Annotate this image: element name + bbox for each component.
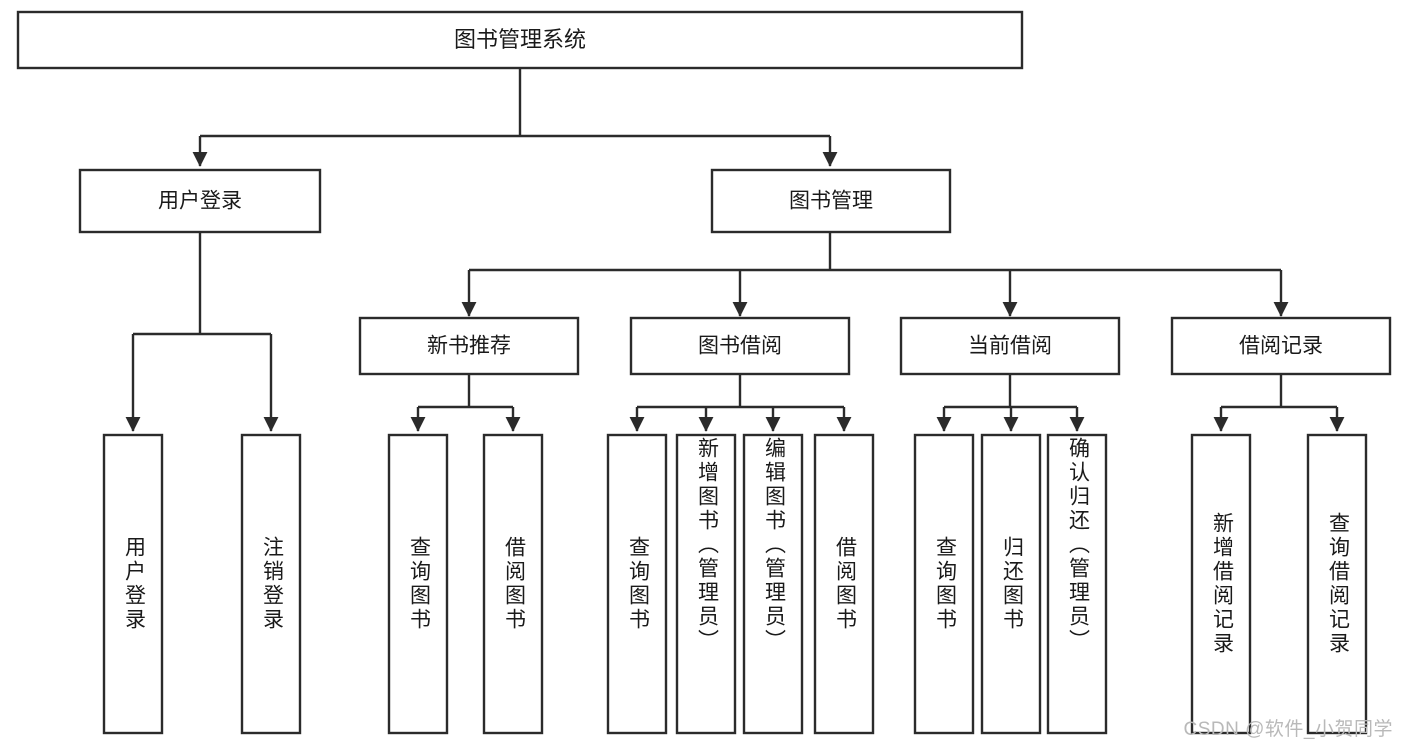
node-user-login-box[interactable] xyxy=(78,168,322,234)
node-root-box[interactable] xyxy=(16,10,1024,70)
node-borrow-record[interactable]: 借阅记录 xyxy=(1170,316,1392,376)
csdn-watermark: CSDN @软件_小贺同学 xyxy=(1183,719,1393,740)
node-book-manage[interactable]: 图书管理 xyxy=(710,168,952,234)
node-new-book-rec[interactable]: 新书推荐 xyxy=(358,316,580,376)
node-root-label: 图书管理系统 xyxy=(454,27,586,52)
connector-group-borrow-record-to-leaves xyxy=(1213,374,1345,432)
node-book-manage-label: 图书管理 xyxy=(789,190,873,213)
node-leaf-query-book-3-box[interactable] xyxy=(913,433,975,735)
node-leaf-edit-book-box[interactable] xyxy=(742,433,804,735)
node-book-manage-box[interactable] xyxy=(710,168,952,234)
node-leaf-query-book-1-box[interactable] xyxy=(387,433,449,735)
node-leaf-return-book-box[interactable] xyxy=(980,433,1042,735)
node-new-book-rec-box[interactable] xyxy=(358,316,580,376)
node-leaf-borrow-book-2-box[interactable] xyxy=(813,433,875,735)
node-book-borrow-box[interactable] xyxy=(629,316,851,376)
node-user-login-label: 用户登录 xyxy=(158,190,242,213)
node-leaf-user-login-box[interactable] xyxy=(102,433,164,735)
node-leaf-query-book-2-box[interactable] xyxy=(606,433,668,735)
connector-group-user-login-to-leaves xyxy=(125,232,279,432)
node-book-borrow[interactable]: 图书借阅 xyxy=(629,316,851,376)
node-leaf-query-record-box[interactable] xyxy=(1306,433,1368,735)
node-borrow-record-box[interactable] xyxy=(1170,316,1392,376)
node-new-book-rec-label: 新书推荐 xyxy=(427,335,511,358)
leaf-boxes-group xyxy=(102,433,1368,735)
node-leaf-add-book-box[interactable] xyxy=(675,433,737,735)
node-leaf-confirm-return-box[interactable] xyxy=(1046,433,1108,735)
node-current-borrow-box[interactable] xyxy=(899,316,1121,376)
node-leaf-logout-box[interactable] xyxy=(240,433,302,735)
connector-group-current-borrow-to-leaves xyxy=(936,374,1085,432)
node-root[interactable]: 图书管理系统 xyxy=(16,10,1024,70)
node-borrow-record-label: 借阅记录 xyxy=(1239,335,1323,358)
connector-group-new-book-rec-to-leaves xyxy=(410,374,521,432)
node-book-borrow-label: 图书借阅 xyxy=(698,335,782,358)
connector-group-root-to-level2 xyxy=(192,68,838,167)
node-current-borrow-label: 当前借阅 xyxy=(968,335,1052,358)
node-user-login[interactable]: 用户登录 xyxy=(78,168,322,234)
connector-group-book-manage-to-level3 xyxy=(461,232,1289,317)
connector-group-book-borrow-to-leaves xyxy=(629,374,852,432)
node-leaf-add-record-box[interactable] xyxy=(1190,433,1252,735)
node-leaf-borrow-book-1-box[interactable] xyxy=(482,433,544,735)
node-current-borrow[interactable]: 当前借阅 xyxy=(899,316,1121,376)
